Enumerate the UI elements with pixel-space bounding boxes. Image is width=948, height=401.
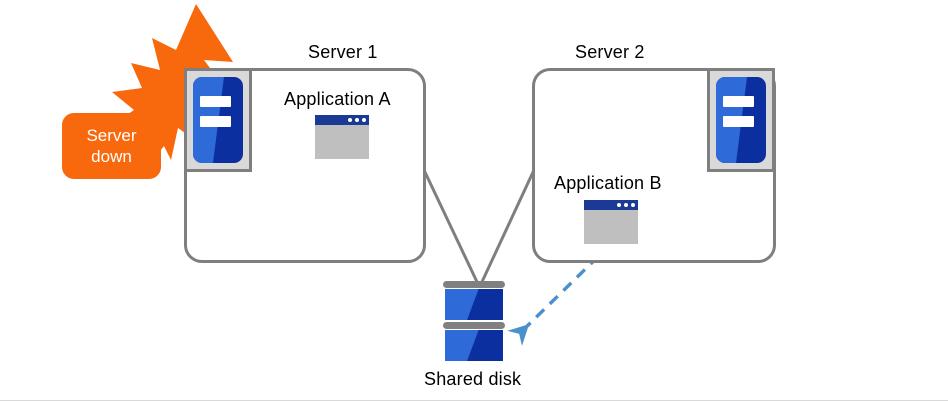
server-2-title: Server 2	[575, 42, 645, 62]
application-window-titlebar	[315, 115, 369, 125]
window-dot-1	[617, 203, 621, 207]
application-b-label: Application B	[554, 173, 662, 193]
window-dot-3	[362, 118, 366, 122]
server-down-badge: Server down	[62, 113, 161, 179]
disk-cap-top	[443, 281, 505, 288]
window-dot-3	[631, 203, 635, 207]
application-b-window-icon	[584, 200, 638, 244]
server-2-machine-icon	[707, 68, 775, 172]
machine-icon-body	[193, 77, 243, 163]
server-1-title: Server 1	[308, 42, 378, 62]
window-dot-2	[355, 118, 359, 122]
machine-icon-bar-top	[199, 95, 231, 107]
machine-icon-bar-bottom	[722, 115, 754, 127]
window-dot-1	[348, 118, 352, 122]
shared-disk-icon	[443, 281, 505, 364]
machine-icon-body	[716, 77, 766, 163]
server-1-machine-icon	[184, 68, 252, 172]
application-window-titlebar	[584, 200, 638, 210]
shared-disk-label: Shared disk	[424, 369, 522, 389]
server-down-line-2: down	[91, 147, 132, 166]
disk-platter-bottom	[445, 330, 503, 361]
application-a-window-icon	[315, 115, 369, 159]
server-down-line-1: Server	[86, 126, 137, 145]
machine-icon-bar-top	[722, 95, 754, 107]
disk-cap-bottom	[443, 322, 505, 329]
window-dot-2	[624, 203, 628, 207]
application-a-label: Application A	[284, 89, 391, 109]
machine-icon-bar-bottom	[199, 115, 231, 127]
connector-server2-to-disk	[479, 169, 536, 285]
disk-platter-top	[445, 289, 503, 320]
connector-server1-to-disk	[422, 169, 480, 285]
